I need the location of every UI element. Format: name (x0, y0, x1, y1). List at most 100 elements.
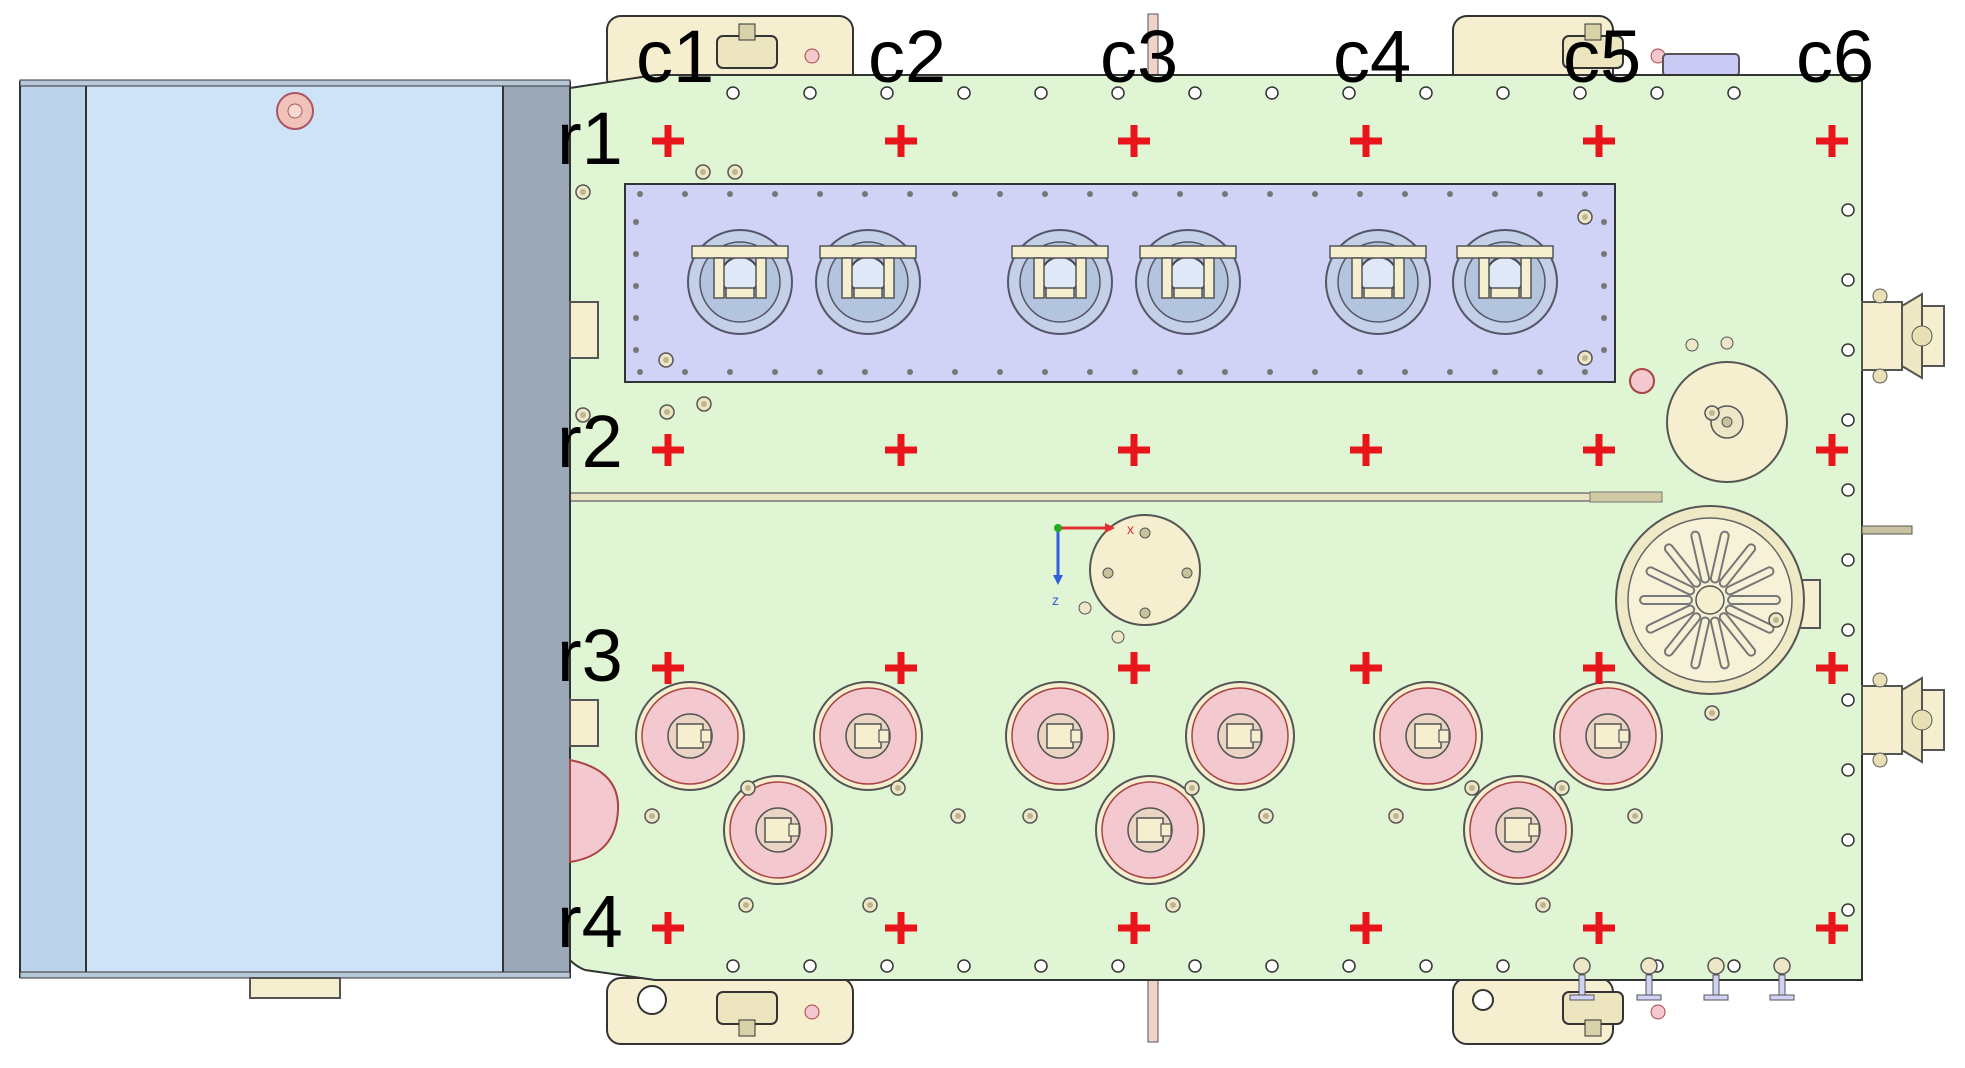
red-plus-marker (1118, 434, 1150, 466)
pink-valve (1629, 368, 1655, 394)
plate-bolt (1554, 780, 1570, 796)
edge-hole (1841, 413, 1855, 427)
panel-screw (1177, 369, 1183, 375)
red-plus-marker (652, 434, 684, 466)
column-label-c1: c1 (636, 15, 714, 98)
panel-screw (772, 369, 778, 375)
edge-hole (880, 86, 894, 100)
edge-hole (1265, 959, 1279, 973)
cable-connector-icon (1452, 229, 1558, 335)
cable-connector-icon (687, 229, 793, 335)
plate-bolt (696, 396, 712, 412)
row-labels: r1 r2 r3 r4 (557, 97, 623, 963)
plate-bolt (740, 780, 756, 796)
tank-bottom-fitting (249, 977, 341, 999)
red-plus-marker (885, 125, 917, 157)
panel-screw (1267, 369, 1273, 375)
left-edge-fitting (569, 758, 620, 864)
plate-bolt (575, 407, 591, 423)
plate-bolt (658, 352, 674, 368)
panel-screw (1312, 369, 1318, 375)
panel-screw (817, 369, 823, 375)
edge-hole (1841, 763, 1855, 777)
column-label-c6: c6 (1796, 15, 1874, 98)
panel-screw (1402, 191, 1408, 197)
fan-blade-inner (1692, 618, 1709, 668)
panel-screw (952, 369, 958, 375)
edge-hole (1034, 86, 1048, 100)
edge-hole (880, 959, 894, 973)
red-plus-marker (1816, 434, 1848, 466)
round-socket-icon (1463, 775, 1573, 885)
cable-connector-icon (1325, 229, 1431, 335)
red-plus-marker (652, 652, 684, 684)
column-label-c3: c3 (1100, 15, 1178, 98)
plate-bolt (862, 897, 878, 913)
red-plus-marker (1816, 912, 1848, 944)
panel-screw (1357, 369, 1363, 375)
row-label-r1: r1 (557, 97, 623, 180)
divider-rail (564, 492, 1661, 502)
edge-hole (1650, 86, 1664, 100)
edge-hole (1342, 86, 1356, 100)
top-cap (1662, 53, 1740, 77)
plate-bolt (890, 780, 906, 796)
panel-screw (997, 191, 1003, 197)
round-socket-icon (1185, 681, 1295, 791)
red-plus-marker (885, 912, 917, 944)
round-socket-icon (723, 775, 833, 885)
edge-hole (1841, 343, 1855, 357)
plate-bolt (644, 808, 660, 824)
edge-hole (1727, 959, 1741, 973)
panel-screw (1601, 251, 1607, 257)
fan-blade-inner (1720, 614, 1755, 655)
panel-screw (817, 191, 823, 197)
edge-hole (1841, 833, 1855, 847)
misc-bolt (1111, 630, 1125, 644)
panel-screw (633, 347, 639, 353)
fan-blade-inner (1720, 545, 1755, 586)
red-plus-marker (1118, 125, 1150, 157)
bottom-fitting (1569, 957, 1595, 1001)
edge-hole (1841, 203, 1855, 217)
left-edge-block (569, 301, 599, 359)
panel-screw (1447, 369, 1453, 375)
edge-hole (1419, 86, 1433, 100)
edge-hole (1265, 86, 1279, 100)
side-pin (1861, 525, 1913, 535)
red-plus-marker (1118, 652, 1150, 684)
plate-bolt (1627, 808, 1643, 824)
panel-screw (1537, 191, 1543, 197)
plate-bolt (1388, 808, 1404, 824)
row-label-r2: r2 (557, 400, 623, 483)
red-plus-marker (885, 652, 917, 684)
plate-edge-holes (726, 86, 1855, 973)
panel-screw (1132, 369, 1138, 375)
edge-hole (1841, 623, 1855, 637)
row-label-r4: r4 (557, 880, 623, 963)
bottom-post (1147, 979, 1159, 1043)
panel-screw (1601, 283, 1607, 289)
panel-screw (637, 191, 643, 197)
edge-hole (1111, 86, 1125, 100)
divider-rail-end (1589, 491, 1663, 503)
edge-hole (1342, 959, 1356, 973)
panel-screw (727, 369, 733, 375)
panel-screw (772, 191, 778, 197)
storage-tank (19, 79, 571, 999)
red-plus-marker (1583, 652, 1615, 684)
edge-hole (1841, 693, 1855, 707)
panel-screw (1601, 347, 1607, 353)
row-label-r3: r3 (557, 614, 623, 697)
panel-screw (1447, 191, 1453, 197)
edge-hole (803, 86, 817, 100)
red-plus-marker (1350, 652, 1382, 684)
edge-hole (1841, 903, 1855, 917)
round-socket-icon (1373, 681, 1483, 791)
plate-bolt (1535, 897, 1551, 913)
panel-screw (1312, 191, 1318, 197)
plate-bolt (738, 897, 754, 913)
plate-bolt (1258, 808, 1274, 824)
edge-hole (1111, 959, 1125, 973)
plate-bolt (1165, 897, 1181, 913)
